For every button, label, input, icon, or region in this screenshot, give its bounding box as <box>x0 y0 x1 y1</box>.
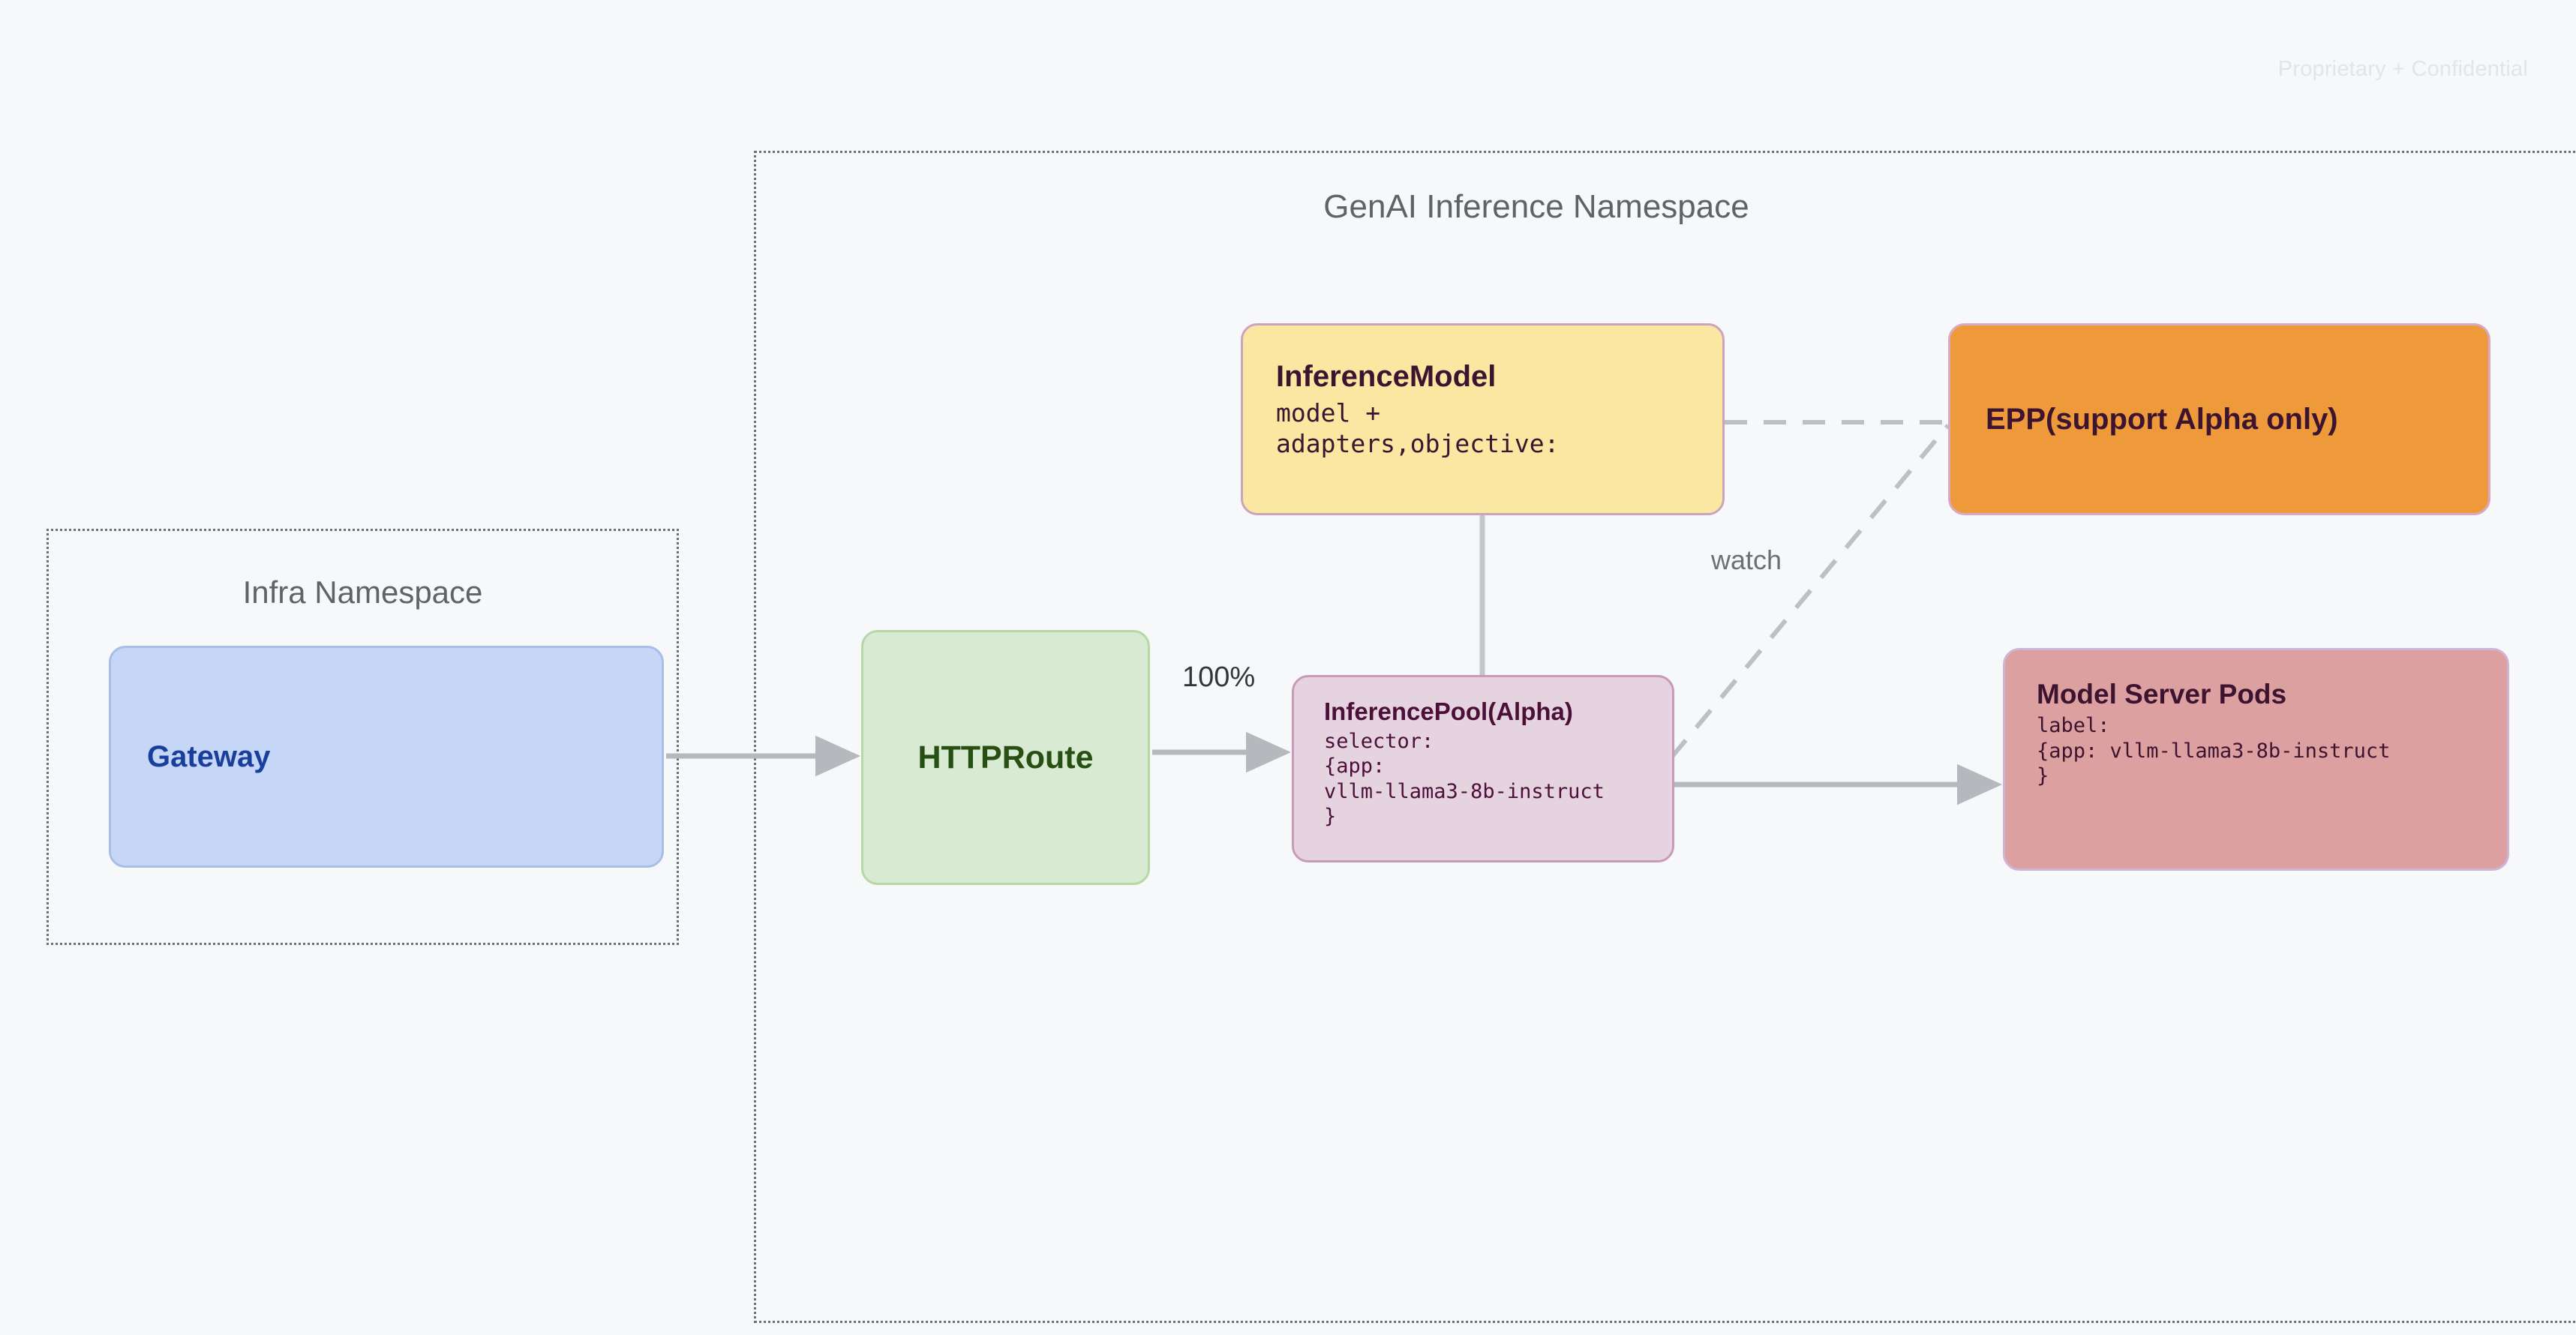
node-epp-title: EPP(support Alpha only) <box>1986 402 2338 436</box>
namespace-genai-inference-title: GenAI Inference Namespace <box>1323 188 1749 225</box>
node-inference-model[interactable]: InferenceModel model + adapters,objectiv… <box>1241 323 1725 515</box>
node-gateway[interactable]: Gateway <box>109 646 664 868</box>
namespace-infra-title: Infra Namespace <box>242 574 483 610</box>
node-inference-model-body: model + adapters,objective: <box>1276 398 1560 458</box>
edge-label-watch: watch <box>1711 544 1782 575</box>
node-inference-model-title: InferenceModel <box>1276 360 1497 393</box>
node-httproute[interactable]: HTTPRoute <box>861 630 1150 885</box>
namespace-infra: Infra Namespace <box>47 529 679 945</box>
edge-label-traffic-weight: 100% <box>1182 662 1256 693</box>
node-gateway-title: Gateway <box>147 740 271 773</box>
node-inference-pool-body: selector: {app: vllm-llama3-8b-instruct … <box>1324 729 1605 829</box>
node-inference-pool-title: InferencePool(Alpha) <box>1324 698 1573 725</box>
node-model-server-pods-title: Model Server Pods <box>2037 679 2287 710</box>
node-epp[interactable]: EPP(support Alpha only) <box>1948 323 2490 515</box>
node-httproute-title: HTTPRoute <box>917 739 1094 776</box>
namespace-genai-inference: GenAI Inference Namespace <box>754 151 2576 1323</box>
confidentiality-watermark: Proprietary + Confidential <box>2277 57 2528 81</box>
clipped-bottom-graphic <box>2382 1328 2524 1335</box>
node-model-server-pods-body: label: {app: vllm-llama3-8b-instruct } <box>2037 714 2391 788</box>
node-inference-pool[interactable]: InferencePool(Alpha) selector: {app: vll… <box>1292 675 1674 862</box>
node-model-server-pods[interactable]: Model Server Pods label: {app: vllm-llam… <box>2003 648 2509 871</box>
